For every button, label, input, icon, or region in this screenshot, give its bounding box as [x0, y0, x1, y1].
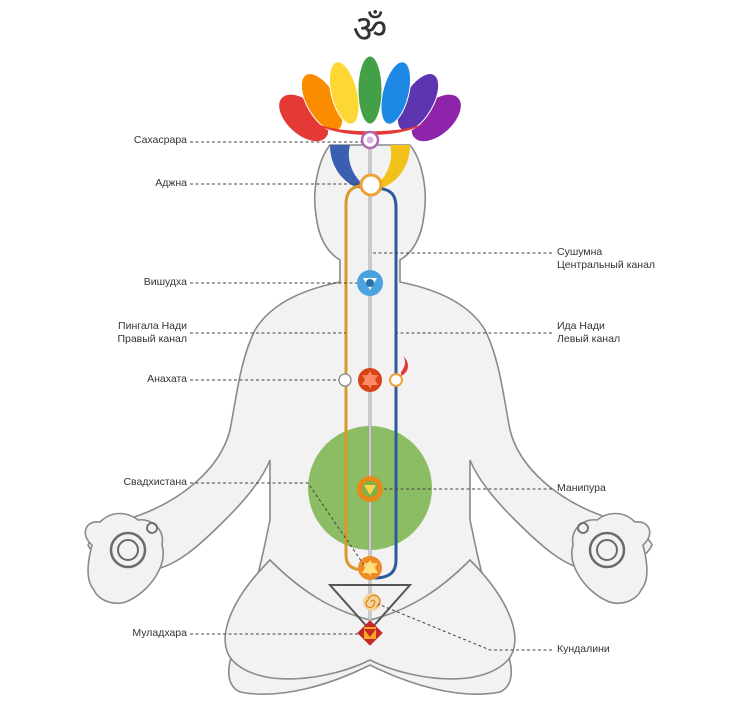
chakra-manipura: [357, 476, 383, 502]
leader-kundalini: [377, 603, 552, 651]
label-ajna: Аджна: [155, 177, 187, 189]
label-sushumna-desc: Центральный канал: [557, 259, 656, 271]
right-hand-ring: [577, 522, 626, 569]
label-sahasrara: Сахасрара: [133, 134, 187, 146]
chakra-anahata: [338, 356, 409, 392]
leader-svadhisthana: [190, 482, 365, 566]
label-pingala-name: Пингала Нади: [118, 320, 187, 332]
chakra-ajna: [359, 173, 383, 197]
label-svadhisthana: Свадхистана: [123, 476, 187, 488]
chakra-sahasrara: [360, 130, 380, 150]
label-pingala: Пингала Нади Правый канал: [117, 320, 187, 346]
lotus-petal: [328, 61, 360, 125]
leader-lines: [190, 141, 552, 651]
lotus-petal: [380, 61, 412, 125]
label-pingala-desc: Правый канал: [117, 333, 187, 345]
chakra-vishuddha: [357, 270, 383, 296]
ajna-crescent: [330, 145, 410, 190]
label-manipura: Манипура: [557, 482, 606, 494]
lotus-petal: [357, 55, 383, 125]
left-hand-ring: [109, 522, 158, 569]
label-sushumna: Сушумна Центральный канал: [557, 246, 655, 272]
label-kundalini: Кундалини: [557, 643, 610, 655]
kundalini-triangle: [327, 584, 413, 632]
label-anahata: Анахата: [147, 373, 187, 385]
label-ida-name: Ида Нади: [557, 320, 605, 332]
chakra-svadhisthana: [358, 556, 382, 580]
label-ida-desc: Левый канал: [557, 333, 621, 345]
chakra-muladhara: [357, 620, 383, 646]
om-symbol: ॐ: [353, 7, 388, 51]
label-vishuddha: Вишудха: [143, 276, 187, 288]
label-sushumna-name: Сушумна: [557, 246, 603, 258]
lotus-crown: [278, 55, 462, 143]
label-ida: Ида Нади Левый канал: [557, 320, 620, 346]
label-muladhara: Муладхара: [132, 627, 187, 639]
lotus-base: [312, 120, 428, 135]
kundalini-spiral: [363, 593, 381, 611]
